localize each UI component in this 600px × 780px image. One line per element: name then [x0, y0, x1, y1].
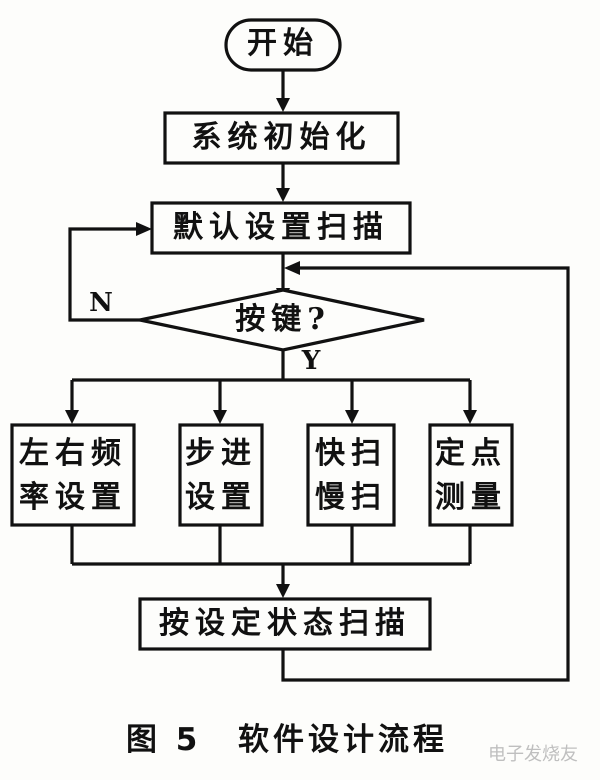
arrowhead	[345, 410, 359, 424]
init-label: 系统初始化	[191, 120, 372, 155]
arrowhead	[213, 410, 227, 424]
branch-box-4	[428, 423, 514, 527]
arrowhead	[136, 222, 152, 236]
branch-3-line2: 慢扫	[315, 480, 387, 515]
arrowhead	[276, 98, 290, 112]
arrowhead	[65, 410, 79, 424]
no-loop-line	[68, 227, 140, 322]
branch-2-line1: 步进	[185, 436, 257, 471]
branch-4-line1: 定点	[435, 436, 507, 471]
branch-1-line2: 率设置	[19, 480, 127, 515]
branch-4-line2: 测量	[435, 480, 507, 515]
decision-label: 按键?	[235, 302, 331, 337]
start-label: 开始	[247, 26, 319, 61]
yes-label: Y	[301, 346, 321, 376]
set-scan-label: 按设定状态扫描	[159, 606, 411, 641]
default-scan-box	[150, 201, 412, 255]
init-box	[163, 111, 400, 165]
branch-box-3	[306, 423, 396, 527]
arrowhead	[463, 410, 477, 424]
set-scan-box	[138, 597, 432, 651]
figure-title: 软件设计流程	[238, 722, 448, 758]
branch-1-line1: 左右频	[19, 436, 127, 471]
branch-3-line1: 快扫	[315, 436, 387, 471]
arrowhead	[276, 584, 290, 598]
arrowhead	[276, 188, 290, 202]
return-loop-line	[281, 266, 570, 682]
figure-number: 图 5	[126, 722, 202, 758]
no-label: N	[89, 288, 113, 318]
watermark-logo: 电子发烧友	[488, 744, 578, 765]
branch-box-2	[178, 423, 264, 527]
default-scan-label: 默认设置扫描	[173, 210, 389, 245]
arrowhead	[284, 261, 300, 275]
branch-2-line2: 设置	[185, 480, 257, 515]
